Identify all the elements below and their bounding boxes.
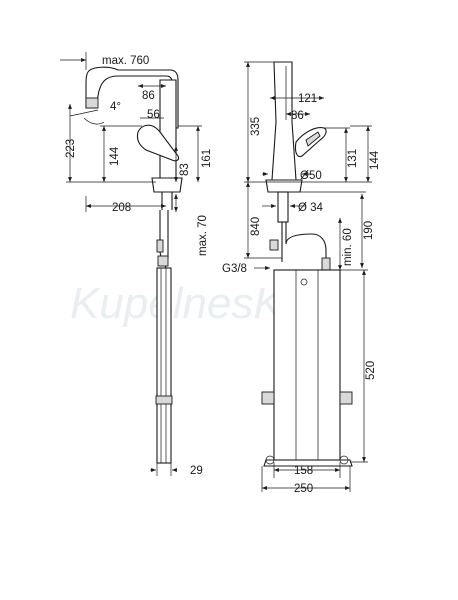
cabinet-screw bbox=[300, 278, 308, 286]
label-190: 190 bbox=[363, 221, 375, 240]
front-hose bbox=[285, 222, 327, 262]
cabinet-foot bbox=[263, 459, 353, 467]
label-83: 83 bbox=[179, 163, 191, 176]
right-front-view: 335 121 86 131 144 Ø50 Ø 34 840 190 bbox=[222, 61, 381, 495]
label-56: 56 bbox=[147, 109, 160, 121]
front-stud bbox=[277, 191, 289, 223]
hose-sleeve-lines bbox=[160, 268, 167, 463]
spout-column bbox=[159, 79, 177, 179]
label-g38: G3/8 bbox=[222, 263, 247, 275]
label-144-left: 144 bbox=[109, 146, 121, 166]
left-side-view: max. 760 4° 86 56 223 144 83 161 208 max… bbox=[60, 52, 213, 477]
watermark: KupelnesK bbox=[70, 279, 284, 328]
clip-left bbox=[261, 391, 275, 405]
label-d50: Ø50 bbox=[300, 170, 322, 182]
label-250: 250 bbox=[294, 483, 313, 495]
spray-face bbox=[85, 97, 99, 109]
hose-sleeve bbox=[156, 267, 172, 464]
front-cabinet bbox=[273, 269, 341, 461]
label-158: 158 bbox=[294, 465, 313, 477]
lever-highlight bbox=[305, 131, 321, 147]
label-29: 29 bbox=[190, 465, 203, 477]
label-520: 520 bbox=[365, 361, 377, 380]
label-335: 335 bbox=[250, 117, 262, 136]
label-d34: Ø 34 bbox=[298, 202, 324, 214]
label-223: 223 bbox=[65, 139, 77, 158]
front-hose-nut bbox=[269, 239, 279, 251]
label-max70: max. 70 bbox=[197, 215, 209, 256]
label-161: 161 bbox=[201, 149, 213, 168]
label-angle: 4° bbox=[110, 101, 121, 113]
label-86-right: 86 bbox=[291, 110, 304, 122]
label-121: 121 bbox=[298, 93, 317, 105]
label-144-right: 144 bbox=[369, 150, 381, 170]
spout-head bbox=[85, 66, 179, 129]
label-840: 840 bbox=[250, 217, 262, 236]
label-pullout: max. 760 bbox=[102, 55, 149, 67]
hose-connector bbox=[157, 255, 169, 267]
label-131: 131 bbox=[347, 149, 359, 168]
front-hose-end bbox=[321, 257, 331, 271]
label-min60: min. 60 bbox=[342, 228, 354, 266]
clip-right bbox=[339, 391, 353, 405]
threaded-stud bbox=[161, 192, 173, 210]
hose-fitting bbox=[156, 239, 164, 253]
label-208: 208 bbox=[112, 202, 131, 214]
cabinet-lines bbox=[295, 270, 319, 460]
label-86: 86 bbox=[142, 90, 155, 102]
base bbox=[151, 177, 183, 193]
weight bbox=[155, 395, 173, 405]
